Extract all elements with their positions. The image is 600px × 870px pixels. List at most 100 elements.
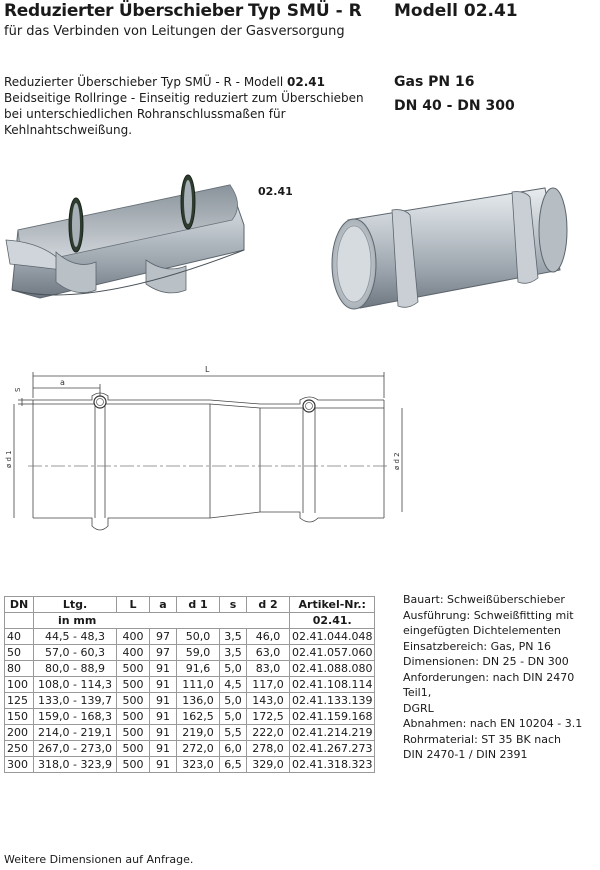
table-cell: 5,0 <box>219 708 247 725</box>
cutaway-fitting-illustration <box>5 174 245 299</box>
table-cell: 02.41.044.048 <box>288 628 376 645</box>
table-cell: 4,5 <box>219 676 247 693</box>
closed-fitting-illustration <box>331 187 568 310</box>
table-cell: 91 <box>149 724 177 741</box>
table-cell: 323,0 <box>176 756 220 773</box>
table-cell: 46,0 <box>246 628 290 645</box>
table-cell: 02.41.088.080 <box>288 660 376 677</box>
description: Reduzierter Überschieber Typ SMÜ - R - M… <box>4 74 374 138</box>
table-cell: 117,0 <box>246 676 290 693</box>
unit-label: in mm <box>33 612 290 629</box>
note-line: Ausführung: Schweißfitting mit <box>403 608 574 622</box>
note-line: Dimensionen: DN 25 - DN 300 <box>403 655 569 668</box>
description-line-3: bei unterschiedlichen Rohranschlussmaßen… <box>4 107 286 121</box>
table-cell: 267,0 - 273,0 <box>33 740 117 757</box>
label-s: S <box>14 387 22 392</box>
table-cell: 250 <box>4 740 34 757</box>
o-ring-right <box>302 399 316 413</box>
table-cell: 59,0 <box>176 644 220 661</box>
table-cell: 6,0 <box>219 740 247 757</box>
label-l: L <box>205 365 210 374</box>
table-cell: 150 <box>4 708 34 725</box>
col-s: s <box>219 596 247 613</box>
note-line: DIN 2470-1 / DIN 2391 <box>403 748 528 761</box>
note-line: Anforderungen: nach DIN 2470 Teil1, <box>403 670 575 700</box>
table-cell: 83,0 <box>246 660 290 677</box>
o-ring-left <box>93 395 107 409</box>
illustration-model-label: 02.41 <box>258 185 293 198</box>
table-cell: 272,0 <box>176 740 220 757</box>
table-cell: 97 <box>149 644 177 661</box>
product-illustration <box>5 174 568 310</box>
label-d1: ø d 1 <box>5 450 13 468</box>
table-unit-row: in mm 02.41. <box>4 612 376 629</box>
table-cell: 500 <box>116 692 150 709</box>
table-cell: 02.41.108.114 <box>288 676 376 693</box>
table-cell: 329,0 <box>246 756 290 773</box>
table-cell: 500 <box>116 676 150 693</box>
table-cell: 136,0 <box>176 692 220 709</box>
table-cell: 91 <box>149 692 177 709</box>
note-line: Rohrmaterial: ST 35 BK nach <box>403 732 561 746</box>
table-cell: 02.41.214.219 <box>288 724 376 741</box>
dimensions-table: DN Ltg. L a d 1 s d 2 Artikel-Nr.: in mm… <box>4 596 376 773</box>
label-d2: ø d 2 <box>393 452 401 470</box>
table-cell: 500 <box>116 756 150 773</box>
table-cell: 91 <box>149 708 177 725</box>
table-cell: 5,5 <box>219 724 247 741</box>
table-cell: 219,0 <box>176 724 220 741</box>
pressure-spec: Gas PN 16 <box>394 74 475 90</box>
table-header-row: DN Ltg. L a d 1 s d 2 Artikel-Nr.: <box>4 596 376 613</box>
table-cell: 40 <box>4 628 34 645</box>
table-cell: 80 <box>4 660 34 677</box>
table-cell: 02.41.057.060 <box>288 644 376 661</box>
footer-note: Weitere Dimensionen auf Anfrage. <box>4 853 194 866</box>
table-cell: 91 <box>149 676 177 693</box>
table-cell: 50,0 <box>176 628 220 645</box>
table-cell: 80,0 - 88,9 <box>33 660 117 677</box>
table-cell: 02.41.159.168 <box>288 708 376 725</box>
table-cell: 500 <box>116 724 150 741</box>
type-label: Typ SMÜ - R <box>248 1 362 21</box>
table-cell: 100 <box>4 676 34 693</box>
col-a: a <box>149 596 177 613</box>
note-line: Abnahmen: nach EN 10204 - 3.1 <box>403 717 583 730</box>
table-cell: 50 <box>4 644 34 661</box>
table-cell: 111,0 <box>176 676 220 693</box>
table-cell: 02.41.318.323 <box>288 756 376 773</box>
table-cell: 172,5 <box>246 708 290 725</box>
table-cell: 278,0 <box>246 740 290 757</box>
table-cell: 400 <box>116 628 150 645</box>
note-line: eingefügten Dichtelementen <box>403 624 561 637</box>
table-cell: 400 <box>116 644 150 661</box>
table-cell: 125 <box>4 692 34 709</box>
table-cell: 02.41.267.273 <box>288 740 376 757</box>
technical-drawing: L a S ø d 1 ø d 2 <box>5 365 403 531</box>
table-cell: 91,6 <box>176 660 220 677</box>
table-cell: 91 <box>149 756 177 773</box>
model-label: Modell 02.41 <box>394 1 518 21</box>
note-line: Bauart: Schweißüberschieber <box>403 593 565 606</box>
table-cell: 222,0 <box>246 724 290 741</box>
col-l: L <box>116 596 150 613</box>
table-cell: 3,5 <box>219 644 247 661</box>
table-cell: 02.41.133.139 <box>288 692 376 709</box>
table-cell: 91 <box>149 660 177 677</box>
table-cell: 5,0 <box>219 692 247 709</box>
description-line-4: Kehlnahtschweißung. <box>4 123 133 137</box>
page-title: Reduzierter Überschieber <box>4 1 243 21</box>
table-cell: 159,0 - 168,3 <box>33 708 117 725</box>
table-cell: 5,0 <box>219 660 247 677</box>
description-line-2: Beidseitige Rollringe - Einseitig reduzi… <box>4 91 364 105</box>
